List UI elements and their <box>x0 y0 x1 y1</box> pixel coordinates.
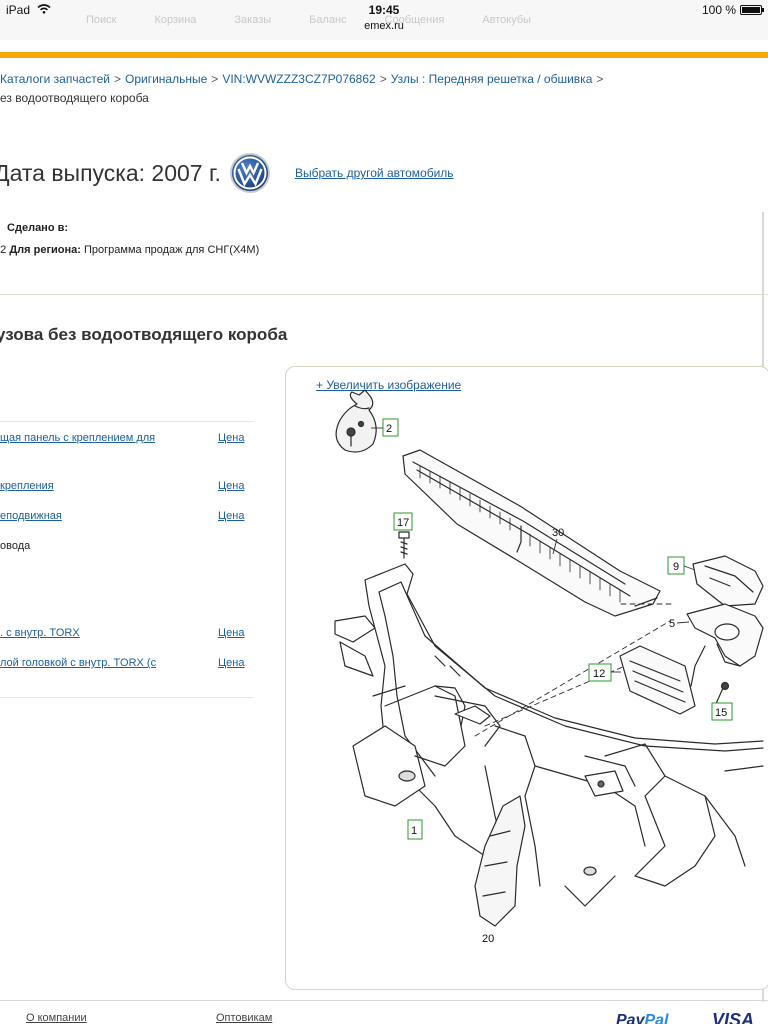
callout-label: 5 <box>669 618 675 630</box>
ghost-menu-item: Баланс <box>309 14 347 26</box>
region-line: 62 Для региона: Программа продаж для СНГ… <box>0 244 259 256</box>
accent-bar <box>0 52 768 58</box>
paypal-a: Pay <box>616 1012 645 1024</box>
callout-label: 1 <box>411 825 417 837</box>
fastener-bag-icon <box>335 389 377 453</box>
page-title: Дата выпуска: 2007 г. <box>0 159 221 186</box>
air-duct-5 <box>686 603 764 687</box>
region-prefix: 62 <box>0 244 7 256</box>
made-in-label: Сделано в: <box>7 222 69 234</box>
ghost-menu-item: Корзина <box>154 14 197 26</box>
battery-indicator: 100 % <box>701 3 764 17</box>
callout-label: 2 <box>386 423 392 435</box>
paypal-logo: PayPal <box>616 1012 668 1024</box>
breadcrumb-catalogs[interactable]: Каталоги запчастей <box>0 72 110 86</box>
part-name-link[interactable]: еподвижная <box>0 510 62 522</box>
list-item: . с внутр. TORX Цена <box>0 627 253 643</box>
price-link[interactable]: Цена <box>218 510 245 522</box>
list-item: лой головкой с внутр. TORX (с Цена <box>0 657 253 673</box>
list-item: еподвижная Цена <box>0 510 253 526</box>
region-label: Для региона: <box>9 244 81 256</box>
footer-about-link[interactable]: О компании <box>26 1012 87 1024</box>
callout-label: 9 <box>673 561 679 573</box>
made-in-line: • Сделано в: <box>0 222 68 234</box>
device-name: iPad <box>6 3 31 17</box>
bolt-17 <box>398 531 410 559</box>
visa-logo: VISA <box>712 1010 755 1024</box>
price-link[interactable]: Цена <box>218 480 245 492</box>
ghost-menu-item: Поиск <box>86 14 117 26</box>
breadcrumb-units[interactable]: Узлы : Передняя решетка / обшивка <box>390 72 593 86</box>
enlarge-image-link[interactable]: + Увеличить изображение <box>316 378 462 392</box>
upper-panel-30 <box>402 449 661 617</box>
breadcrumb-vin[interactable]: VIN:WVWZZZ3CZ7P076862 <box>222 72 376 86</box>
callout-label: 12 <box>593 668 605 680</box>
price-link[interactable]: Цена <box>218 657 245 669</box>
choose-other-car-link[interactable]: Выбрать другой автомобиль <box>294 166 454 180</box>
breadcrumb-original[interactable]: Оригинальные <box>125 72 208 86</box>
part-name-link[interactable]: . с внутр. TORX <box>0 627 80 639</box>
ghost-menu-item: Сообщения <box>384 14 445 26</box>
price-link[interactable]: Цена <box>218 432 245 444</box>
section-divider <box>0 294 768 295</box>
part-name-link[interactable]: щая панель с креплением для <box>0 432 156 444</box>
battery-percent: 100 % <box>701 3 736 17</box>
air-guide-20 <box>474 795 526 927</box>
footer-wholesale-link[interactable]: Оптовикам <box>216 1012 273 1024</box>
page-header: Дата выпуска: 2007 г. Выбрать другой авт… <box>0 152 454 194</box>
breadcrumb-current: ез водоотводящего короба <box>0 91 149 105</box>
air-duct-9 <box>692 555 764 607</box>
part-name-link[interactable]: лой головкой с внутр. TORX (с <box>0 657 157 669</box>
clock: 19:45 <box>368 3 400 17</box>
list-item: овода <box>0 540 253 556</box>
vw-logo-icon <box>229 153 270 193</box>
callout-label: 30 <box>552 527 564 539</box>
parts-diagram[interactable]: 2 17 30 9 5 12 15 1 20 <box>285 366 765 986</box>
part-name: овода <box>0 540 31 552</box>
bracket-12 <box>619 645 696 715</box>
paypal-b: Pal <box>644 1012 669 1024</box>
parts-list: щая панель с креплением для Цена креплен… <box>0 421 253 698</box>
section-title: узова без водоотводящего короба <box>0 325 288 344</box>
status-bar: Поиск Корзина Заказы Баланс Сообщения Ав… <box>0 0 768 40</box>
footer-divider <box>0 1000 768 1001</box>
address-bar[interactable]: emex.ru <box>364 20 404 32</box>
ghost-menu: Поиск Корзина Заказы Баланс Сообщения Ав… <box>86 14 531 26</box>
battery-icon <box>740 5 764 15</box>
price-link[interactable]: Цена <box>218 627 245 639</box>
screw-15 <box>714 681 730 707</box>
device-indicator: iPad <box>6 3 51 17</box>
callout-label: 17 <box>397 517 409 529</box>
wifi-icon <box>37 4 51 14</box>
list-item: крепления Цена <box>0 480 253 496</box>
list-item: щая панель с креплением для Цена <box>0 432 253 448</box>
ghost-menu-item: Автокубы <box>482 14 532 26</box>
breadcrumb: Каталоги запчастей>Оригинальные>VIN:WVWZ… <box>0 72 604 105</box>
part-name-link[interactable]: крепления <box>0 480 54 492</box>
region-value: Программа продаж для СНГ(X4M) <box>84 244 260 256</box>
callout-label: 15 <box>715 707 727 719</box>
callout-label: 20 <box>482 933 494 945</box>
ghost-menu-item: Заказы <box>234 14 272 26</box>
front-carrier-1 <box>334 563 764 907</box>
